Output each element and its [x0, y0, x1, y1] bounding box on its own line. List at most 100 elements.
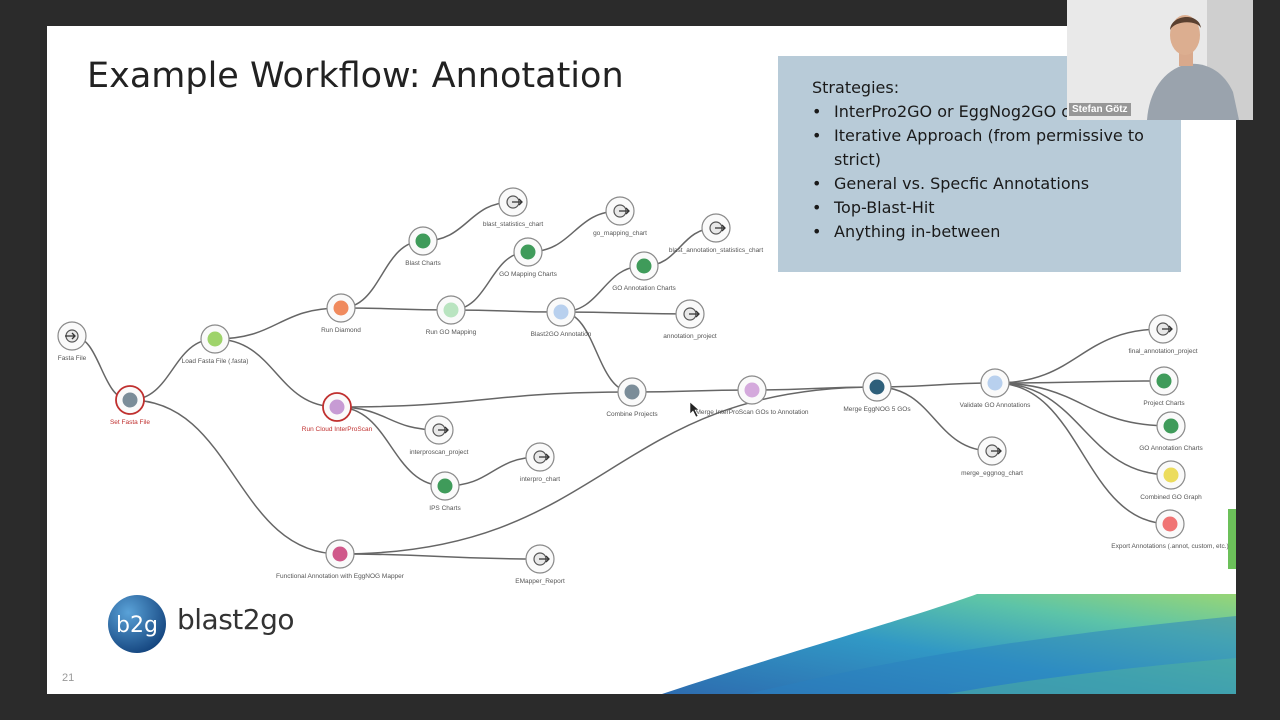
- workflow-node[interactable]: interpro_chart: [520, 442, 560, 483]
- workflow-node[interactable]: GO Annotation Charts: [1139, 411, 1204, 452]
- node-label: Combine Projects: [606, 411, 658, 418]
- node-label: Run Diamond: [321, 327, 361, 334]
- workflow-edge: [450, 309, 562, 313]
- node-label: Run Cloud InterProScan: [302, 426, 373, 433]
- workflow-node[interactable]: Blast Charts: [405, 226, 441, 267]
- node-label: EMapper_Report: [515, 578, 565, 585]
- workflow-edge: [994, 382, 1172, 427]
- workflow-node[interactable]: Set Fasta File: [110, 385, 150, 426]
- strategy-item: General vs. Specfic Annotations: [812, 172, 1181, 196]
- workflow-node[interactable]: Combined GO Graph: [1140, 460, 1202, 501]
- output-arrow-icon: [613, 204, 630, 218]
- node-label: IPS Charts: [429, 505, 461, 512]
- slide-title: Example Workflow: Annotation: [87, 56, 624, 96]
- workflow-node[interactable]: Run Cloud InterProScan: [302, 392, 373, 433]
- workflow-edge: [214, 307, 342, 340]
- workflow-node[interactable]: blast_annotation_statistics_chart: [669, 213, 764, 254]
- workflow-node[interactable]: Load Fasta File (.fasta): [182, 324, 249, 365]
- workflow-edge: [994, 380, 1165, 384]
- output-arrow-icon: [683, 307, 700, 321]
- node-label: merge_eggnog_chart: [961, 470, 1023, 477]
- node-label: blast_annotation_statistics_chart: [669, 247, 764, 254]
- workflow-node[interactable]: Project Charts: [1143, 366, 1185, 407]
- output-arrow-icon: [533, 450, 550, 464]
- workflow-node[interactable]: GO Annotation Charts: [612, 251, 677, 292]
- workflow-edge: [340, 240, 424, 309]
- output-arrow-icon: [985, 444, 1002, 458]
- output-arrow-icon: [432, 423, 449, 437]
- strategy-item: Anything in-between: [812, 220, 1181, 244]
- workflow-edge: [129, 338, 216, 401]
- node-label: interpro_chart: [520, 476, 560, 483]
- node-label: blast_statistics_chart: [483, 221, 544, 228]
- workflow-node[interactable]: Combine Projects: [606, 377, 658, 418]
- node-status-dot: [624, 384, 640, 400]
- workflow-node[interactable]: go_mapping_chart: [593, 196, 647, 237]
- output-arrow-icon: [506, 195, 523, 209]
- workflow-node[interactable]: annotation_project: [663, 299, 717, 340]
- participant-name: Stefan Götz: [1069, 103, 1131, 116]
- workflow-node[interactable]: Run GO Mapping: [426, 295, 477, 336]
- workflow-node[interactable]: Functional Annotation with EggNOG Mapper: [276, 539, 405, 580]
- workflow-edge: [994, 382, 1171, 525]
- strategies-heading: Strategies:: [812, 78, 900, 97]
- workflow-node[interactable]: EMapper_Report: [515, 544, 565, 585]
- node-status-dot: [329, 399, 345, 415]
- strategy-item: Top-Blast-Hit: [812, 196, 1181, 220]
- presenter-video: [1067, 0, 1253, 120]
- workflow-node[interactable]: Validate GO Annotations: [960, 368, 1031, 409]
- slide: Example Workflow: Annotation Strategies:…: [47, 26, 1236, 694]
- node-status-dot: [122, 392, 138, 408]
- workflow-edge: [994, 328, 1164, 384]
- strategies-box: Strategies: InterPro2GO or EggNog2GO or …: [778, 56, 1181, 272]
- node-status-dot: [553, 304, 569, 320]
- workflow-node[interactable]: Export Annotations (.annot, custom, etc.…: [1111, 509, 1229, 550]
- node-label: Fasta File: [58, 355, 87, 362]
- workflow-node[interactable]: Run Diamond: [321, 293, 361, 334]
- node-label: final_annotation_project: [1128, 348, 1197, 355]
- workflow-node[interactable]: blast_statistics_chart: [483, 187, 544, 228]
- node-label: GO Mapping Charts: [499, 271, 558, 278]
- workflow-node[interactable]: Merge InterProScan GOs to Annotation: [695, 375, 809, 416]
- workflow-edge: [339, 386, 878, 555]
- node-label: Set Fasta File: [110, 419, 150, 426]
- workflow-node[interactable]: Fasta File: [57, 321, 87, 362]
- workflow-node[interactable]: final_annotation_project: [1128, 314, 1198, 355]
- workflow-node[interactable]: Blast2GO Annotation: [531, 297, 592, 338]
- node-label: Merge InterProScan GOs to Annotation: [695, 409, 808, 416]
- node-label: go_mapping_chart: [593, 230, 647, 237]
- node-label: Merge EggNOG 5 GOs: [843, 406, 911, 413]
- workflow-edge: [336, 391, 633, 408]
- node-status-dot: [636, 258, 652, 274]
- workflow-node[interactable]: Merge EggNOG 5 GOs: [843, 372, 911, 413]
- workflow-edge: [876, 386, 993, 452]
- logo-wordmark: blast2go: [177, 603, 295, 636]
- node-label: Project Charts: [1143, 400, 1185, 407]
- node-label: annotation_project: [663, 333, 717, 340]
- node-label: interproscan_project: [410, 449, 469, 456]
- workflow-edge: [340, 307, 452, 311]
- node-label: Blast2GO Annotation: [531, 331, 592, 338]
- workflow-edge: [339, 553, 541, 560]
- node-status-dot: [744, 382, 760, 398]
- input-arrow-icon: [65, 329, 79, 343]
- workflow-node[interactable]: interproscan_project: [410, 415, 469, 456]
- blast2go-logo: b2g blast2go: [107, 591, 307, 656]
- node-label: Load Fasta File (.fasta): [182, 358, 249, 365]
- workflow-node[interactable]: GO Mapping Charts: [499, 237, 558, 278]
- workflow-edge: [560, 311, 691, 315]
- workflow-edge: [631, 389, 753, 393]
- decorative-wave: [662, 509, 1236, 694]
- node-label: Combined GO Graph: [1140, 494, 1202, 501]
- node-status-dot: [332, 546, 348, 562]
- workflow-node[interactable]: IPS Charts: [429, 471, 461, 512]
- workflow-node[interactable]: merge_eggnog_chart: [961, 436, 1023, 477]
- node-label: Export Annotations (.annot, custom, etc.…: [1111, 543, 1228, 550]
- webcam-overlay: Stefan Götz: [1067, 0, 1253, 120]
- strategies-list: InterPro2GO or EggNog2GO or both Iterati…: [812, 100, 1181, 244]
- workflow-edge: [876, 382, 996, 388]
- side-accent-bar: [1228, 509, 1236, 569]
- node-label: Run GO Mapping: [426, 329, 477, 336]
